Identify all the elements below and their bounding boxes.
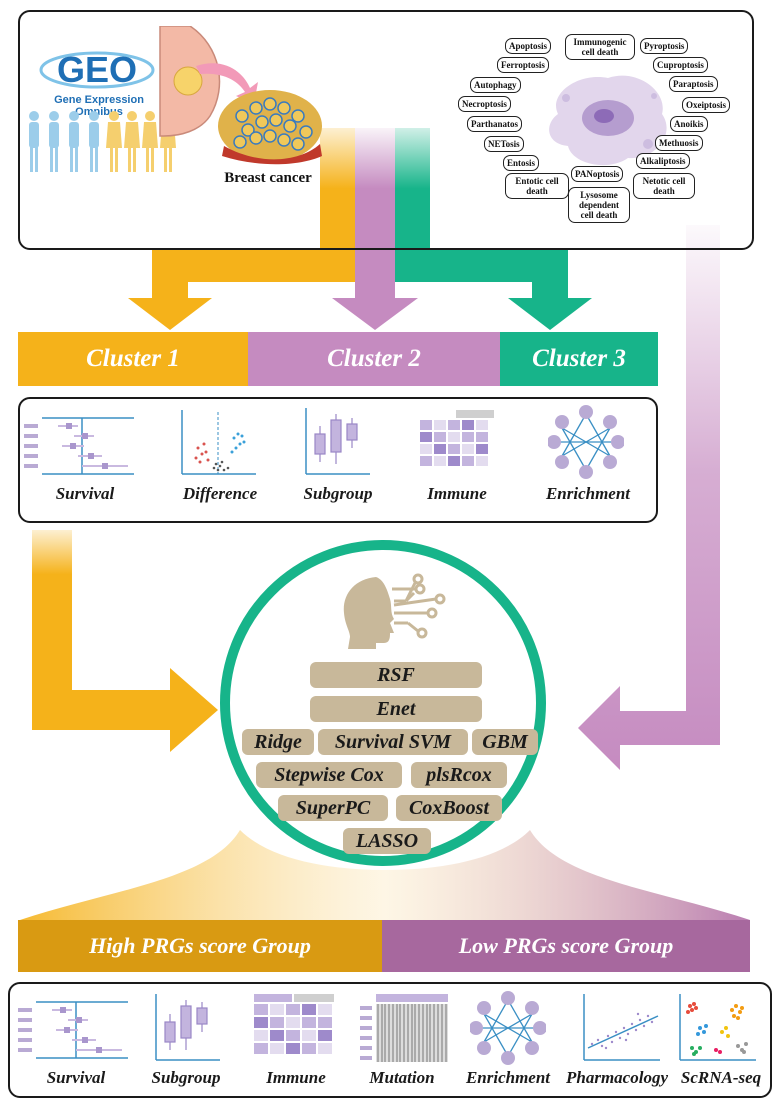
model-lasso: LASSO xyxy=(343,828,431,854)
geo-subtitle: Gene Expression Omnibus xyxy=(54,94,144,118)
forest-plot-icon-2 xyxy=(18,1001,128,1059)
cell-death-lysosome-text: Lysosome dependent cell death xyxy=(578,190,619,220)
label-difference: Difference xyxy=(182,484,258,503)
high-score-group-bar: High PRGs score Group xyxy=(18,920,382,972)
network-icon xyxy=(548,405,624,479)
boxplot-icon-2 xyxy=(155,994,220,1061)
cluster-2-bar: Cluster 2 xyxy=(248,332,500,386)
cell-death-methuosis: Methuosis xyxy=(655,135,703,151)
model-stepwise-cox: Stepwise Cox xyxy=(256,762,402,788)
umap-plot-icon xyxy=(679,994,756,1061)
mutation-plot-icon xyxy=(360,994,448,1062)
ai-head-icon xyxy=(343,573,446,649)
breast-illustration xyxy=(159,26,322,165)
svg-text:GEO: GEO xyxy=(57,49,137,90)
model-rsf: RSF xyxy=(310,662,482,688)
tumor-icon xyxy=(218,90,322,165)
label-enrichment-2: Enrichment xyxy=(465,1068,551,1087)
cell-death-ferroptosis: Ferroptosis xyxy=(497,57,549,73)
cluster-1-bar: Cluster 1 xyxy=(18,332,248,386)
label-survival-2: Survival xyxy=(46,1068,106,1087)
cell-death-oxeiptosis: Oxeiptosis xyxy=(682,97,731,113)
cell-death-pyroptosis: Pyroptosis xyxy=(640,38,689,54)
label-enrichment-1: Enrichment xyxy=(545,484,631,503)
heatmap-icon xyxy=(420,410,494,466)
model-gbm: GBM xyxy=(472,729,538,755)
cell-icon xyxy=(549,75,667,166)
cell-death-entosis: Entosis xyxy=(503,155,540,171)
label-pharmacology: Pharmacology xyxy=(566,1068,668,1087)
cell-death-alkaliptosis: Alkaliptosis xyxy=(636,153,690,169)
cell-death-lysosome: Lysosome dependent cell death xyxy=(568,187,630,223)
scatter-regression-icon xyxy=(583,994,660,1061)
cell-death-apoptosis: Apoptosis xyxy=(505,38,552,54)
boxplot-icon xyxy=(305,408,370,475)
cell-death-paraptosis: Paraptosis xyxy=(669,76,718,92)
cell-death-parthanatos: Parthanatos xyxy=(467,116,522,132)
model-enet: Enet xyxy=(310,696,482,722)
label-immune-2: Immune xyxy=(266,1068,326,1087)
cluster-3-bar: Cluster 3 xyxy=(500,332,658,386)
cell-death-netotic: Netotic cell death xyxy=(633,173,695,199)
model-plsrcox: plsRcox xyxy=(411,762,507,788)
cell-death-immunogenic-text: Immunogenic cell death xyxy=(573,37,627,57)
breast-cancer-label: Breast cancer xyxy=(224,170,312,186)
label-immune-1: Immune xyxy=(427,484,487,503)
label-mutation: Mutation xyxy=(369,1068,435,1087)
label-subgroup-1: Subgroup xyxy=(303,484,373,503)
geo-logo-icon: GEO xyxy=(39,49,155,90)
cell-death-entotic-text: Entotic cell death xyxy=(515,176,559,196)
model-ridge: Ridge xyxy=(242,729,314,755)
model-coxboost: CoxBoost xyxy=(396,795,502,821)
cell-death-necroptosis: Necroptosis xyxy=(458,96,511,112)
data-source-panel xyxy=(18,10,754,250)
label-survival-1: Survival xyxy=(55,484,115,503)
label-scrna-seq: ScRNA-seq xyxy=(680,1068,762,1087)
network-icon-2 xyxy=(470,991,546,1065)
volcano-plot-icon xyxy=(181,410,256,475)
cell-death-netotic-text: Netotic cell death xyxy=(642,176,686,196)
low-score-group-bar: Low PRGs score Group xyxy=(382,920,750,972)
heatmap-icon-2 xyxy=(254,994,334,1054)
cell-death-entotic: Entotic cell death xyxy=(505,173,569,199)
cell-death-panoptosis: PANoptosis xyxy=(571,166,624,182)
cell-death-anoikis: Anoikis xyxy=(670,116,708,132)
geo-logo: GEO xyxy=(38,48,156,92)
cell-death-netosis: NETosis xyxy=(484,136,524,152)
model-survival-svm: Survival SVM xyxy=(318,729,468,755)
cell-death-autophagy: Autophagy xyxy=(470,77,521,93)
forest-plot-icon xyxy=(24,417,134,475)
cell-death-cuproptosis: Cuproptosis xyxy=(653,57,708,73)
label-subgroup-2: Subgroup xyxy=(151,1068,221,1087)
model-superpc: SuperPC xyxy=(278,795,388,821)
cell-death-immunogenic: Immunogenic cell death xyxy=(565,34,635,60)
